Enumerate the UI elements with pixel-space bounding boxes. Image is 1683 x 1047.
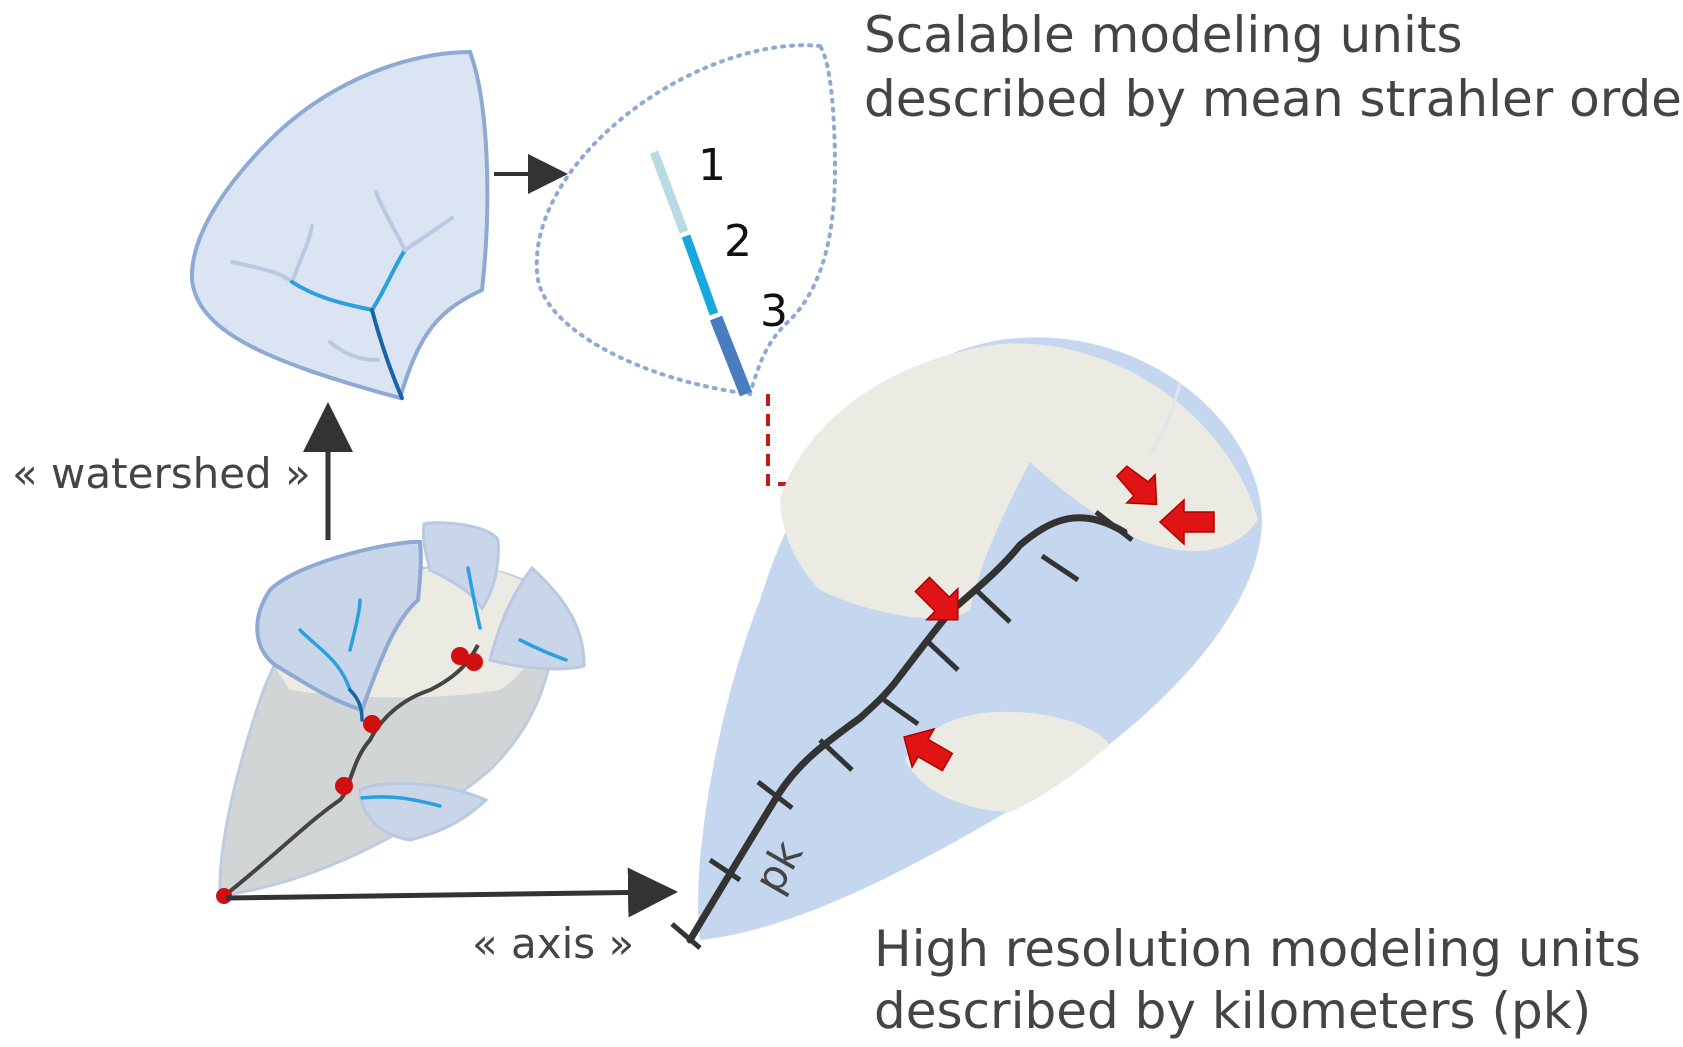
scalable-caption-line2: described by mean strahler orders — [864, 70, 1683, 128]
strahler-order-3-segment — [709, 315, 753, 397]
dashed-connector — [766, 394, 950, 578]
watershed-label: « watershed » — [12, 449, 311, 498]
watershed-network — [230, 190, 454, 400]
strahler-order-2-segment — [681, 234, 719, 316]
outlet-point-icon — [216, 647, 483, 904]
axis-label: « axis » — [472, 919, 634, 968]
highres-caption-line2: described by kilometers (pk) — [874, 982, 1591, 1040]
strahler-label-2: 2 — [724, 216, 752, 267]
red-arrow-icon — [903, 465, 1215, 772]
strahler-label-1: 1 — [698, 140, 726, 191]
strahler-order-1-segment — [649, 150, 689, 234]
pk-ticks — [670, 510, 1134, 950]
highres-domain — [698, 337, 1262, 941]
scalable-caption-line1: Scalable modeling units — [864, 6, 1463, 64]
arrow-right-axis-icon — [225, 867, 678, 918]
watershed-shape — [189, 49, 490, 401]
scalable-unit: 1 2 3 — [534, 43, 838, 397]
strahler-label-3: 3 — [760, 286, 788, 337]
highres-caption-line1: High resolution modeling units — [874, 920, 1641, 978]
basin-map — [216, 521, 586, 904]
